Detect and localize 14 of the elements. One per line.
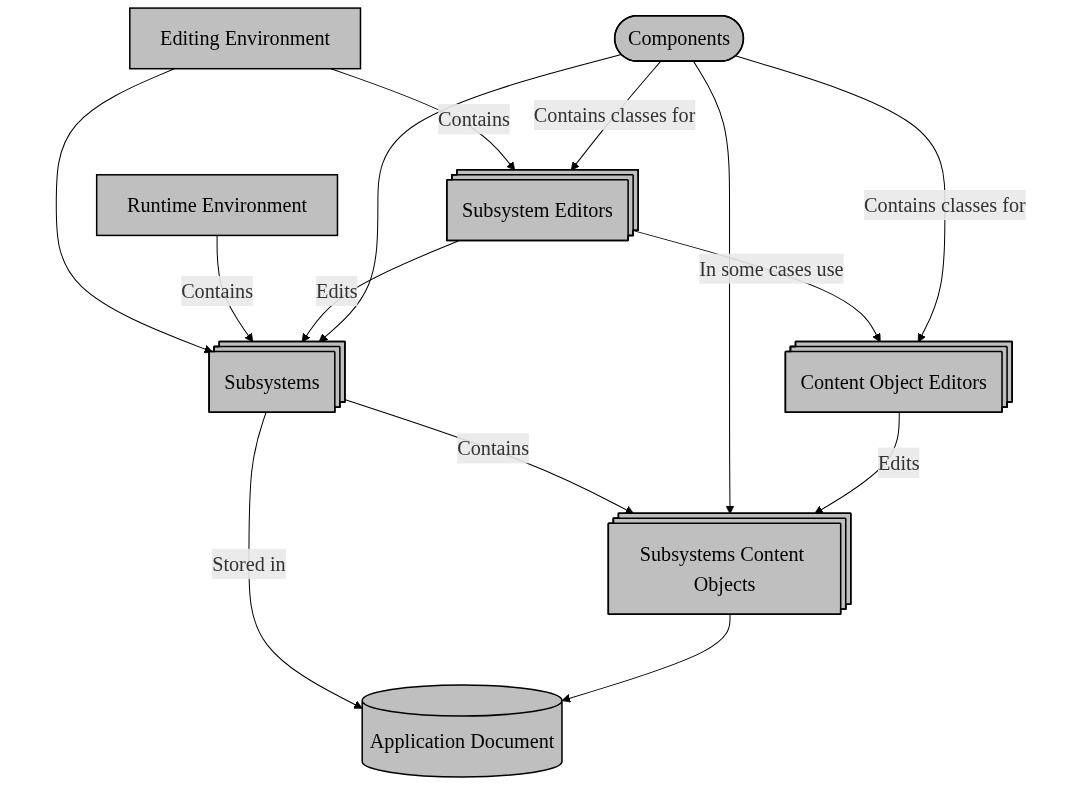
- edge-label: Edits: [316, 279, 358, 303]
- edge-label: In some cases use: [699, 257, 844, 280]
- edge-label: Edits: [877, 451, 920, 474]
- node-box: Editing Environment: [129, 7, 362, 70]
- edge-label: Contains: [181, 279, 254, 303]
- arrow: [248, 412, 363, 709]
- arrow: [561, 614, 731, 703]
- edge-label: Contains classes for: [533, 103, 696, 127]
- edge-label: Stored in: [212, 552, 286, 575]
- arrow: [55, 68, 213, 354]
- edge-label: Contains: [457, 437, 530, 460]
- node-box: Runtime Environment: [95, 174, 339, 237]
- edge-label: Contains classes for: [864, 193, 1026, 217]
- edge-label: Contains: [438, 108, 510, 131]
